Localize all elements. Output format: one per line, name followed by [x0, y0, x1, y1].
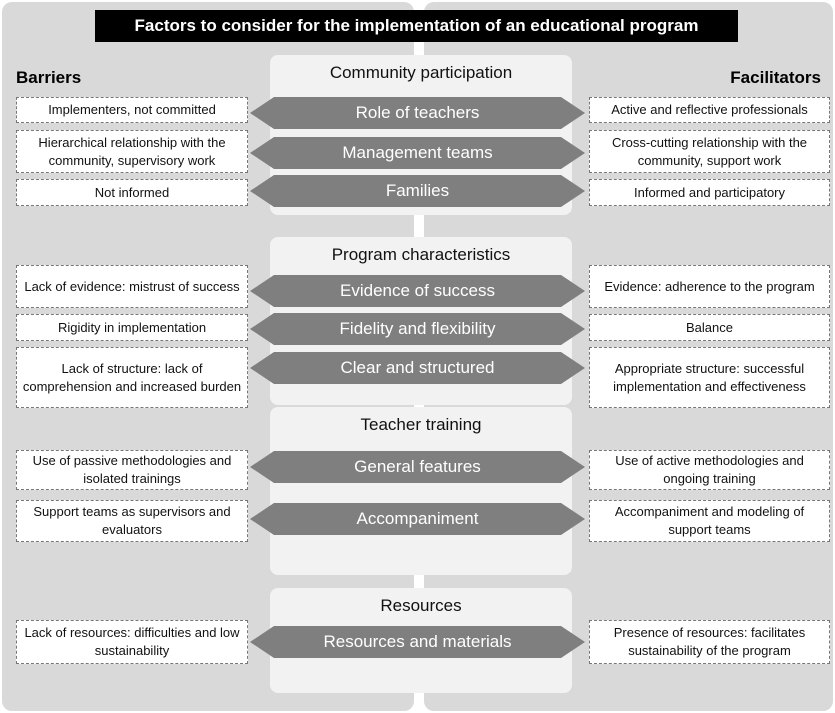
section-title: Community participation	[329, 63, 513, 82]
factor-arrow: Resources and materials	[250, 626, 585, 658]
facilitator-box: Evidence: adherence to the program	[589, 265, 830, 308]
section-title: Teacher training	[360, 415, 482, 434]
factor-arrow: Role of teachers	[250, 97, 585, 129]
section-title: Program characteristics	[331, 245, 511, 264]
factor-arrow: Families	[250, 175, 585, 207]
facilitators-heading: Facilitators	[730, 68, 821, 87]
facilitator-box: Balance	[589, 314, 830, 341]
barrier-box: Lack of resources: difficulties and low …	[16, 620, 248, 664]
section-teacher-training: Teacher training	[270, 407, 572, 575]
factor-arrow: General features	[250, 451, 585, 483]
barrier-box: Hierarchical relationship with the commu…	[16, 130, 248, 173]
facilitator-box: Appropriate structure: successful implem…	[589, 347, 830, 408]
facilitator-box: Informed and participatory	[589, 179, 830, 206]
barriers-heading: Barriers	[16, 68, 82, 87]
facilitator-box: Active and reflective professionals	[589, 97, 830, 123]
factor-arrow: Evidence of success	[250, 275, 585, 307]
factor-arrow: Management teams	[250, 137, 585, 169]
barrier-box: Lack of evidence: mistrust of success	[16, 265, 248, 308]
diagram-title: Factors to consider for the implementati…	[95, 10, 738, 42]
facilitator-box: Accompaniment and modeling of support te…	[589, 500, 830, 542]
facilitator-box: Use of active methodologies and ongoing …	[589, 450, 830, 490]
factor-arrow: Accompaniment	[250, 503, 585, 535]
facilitator-box: Cross-cutting relationship with the comm…	[589, 130, 830, 173]
barrier-box: Rigidity in implementation	[16, 314, 248, 341]
factor-arrow: Fidelity and flexibility	[250, 313, 585, 345]
barrier-box: Implementers, not committed	[16, 97, 248, 123]
barrier-box: Use of passive methodologies and isolate…	[16, 450, 248, 490]
barrier-box: Not informed	[16, 179, 248, 206]
factor-arrow: Clear and structured	[250, 352, 585, 384]
section-title: Resources	[380, 596, 462, 615]
barrier-box: Support teams as supervisors and evaluat…	[16, 500, 248, 542]
facilitator-box: Presence of resources: facilitates susta…	[589, 620, 830, 664]
barrier-box: Lack of structure: lack of comprehension…	[16, 347, 248, 408]
